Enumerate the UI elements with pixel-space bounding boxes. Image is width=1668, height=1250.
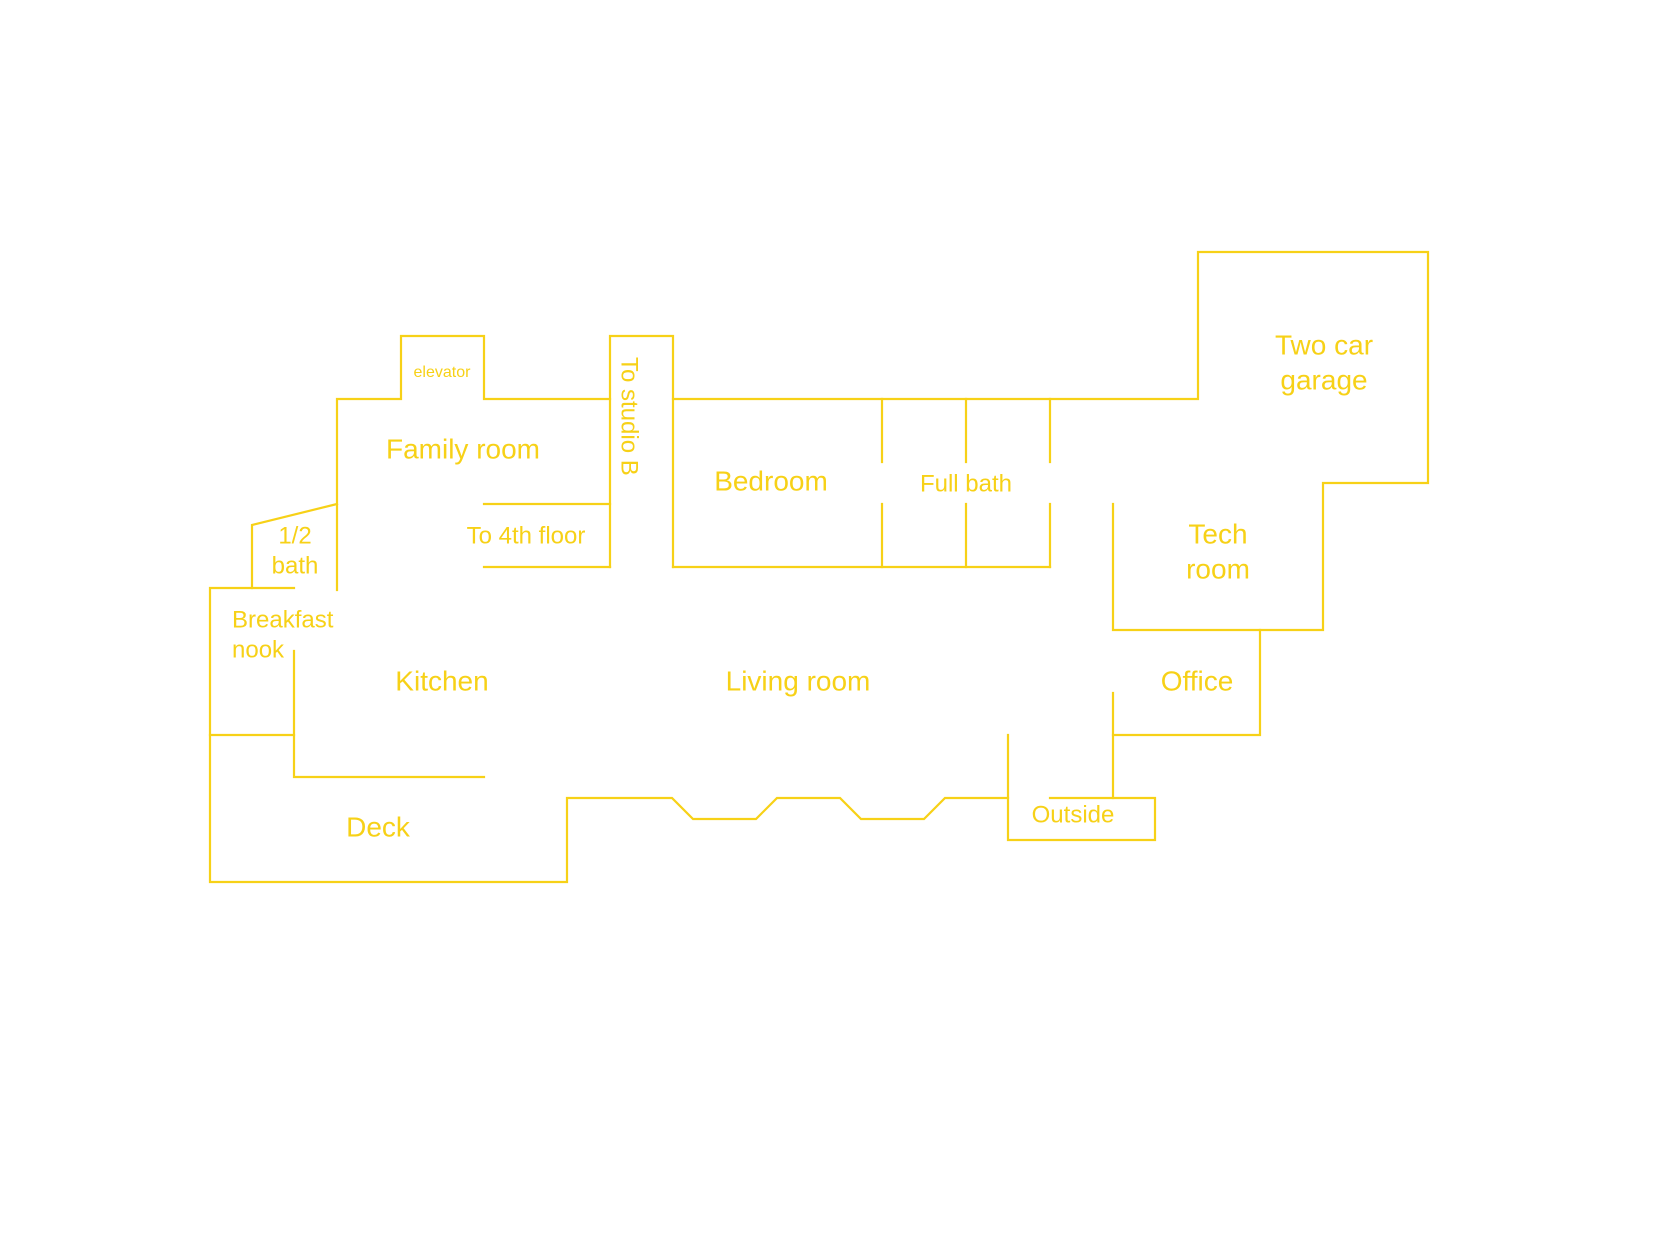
room-label-two-car-garage-line2: garage: [1280, 364, 1367, 395]
room-label-kitchen: Kitchen: [395, 665, 488, 696]
wall-half-bath: [250, 502, 339, 590]
room-label-outside: Outside: [1032, 801, 1115, 828]
room-label-office: Office: [1161, 665, 1234, 696]
room-label-deck: Deck: [346, 811, 411, 842]
room-label-two-car-garage-line1: Two car: [1275, 329, 1373, 360]
wall-family-room-elevator: [335, 334, 612, 592]
room-label-half-bath-line1: 1/2: [278, 522, 311, 549]
room-label-bedroom: Bedroom: [714, 465, 828, 496]
wall-outside: [1006, 796, 1157, 842]
room-label-half-bath-line2: bath: [272, 552, 319, 579]
room-label-tech-room-line1: Tech: [1188, 518, 1247, 549]
room-label-tech-room-line2: room: [1186, 553, 1250, 584]
wall-studio-b-corridor: [608, 334, 675, 569]
room-label-elevator: elevator: [414, 364, 472, 381]
wall-kitchen-left: [292, 649, 486, 779]
wall-breakfast-nook: [208, 586, 1010, 884]
room-label-living-room: Living room: [726, 665, 871, 696]
room-label-full-bath: Full bath: [920, 470, 1012, 497]
wall-office-right: [1111, 628, 1262, 737]
room-label-breakfast-nook-line2: nook: [232, 636, 285, 663]
room-label-to-4th-floor: To 4th floor: [467, 522, 586, 549]
room-label-to-studio-b: To studio B: [616, 357, 643, 476]
room-label-family-room: Family room: [386, 433, 540, 464]
wall-top-north: [671, 250, 1430, 632]
floor-plan-walls: [208, 250, 1430, 884]
room-labels: elevator To studio B Two car garage Fami…: [232, 329, 1373, 842]
room-label-breakfast-nook-line1: Breakfast: [232, 606, 334, 633]
